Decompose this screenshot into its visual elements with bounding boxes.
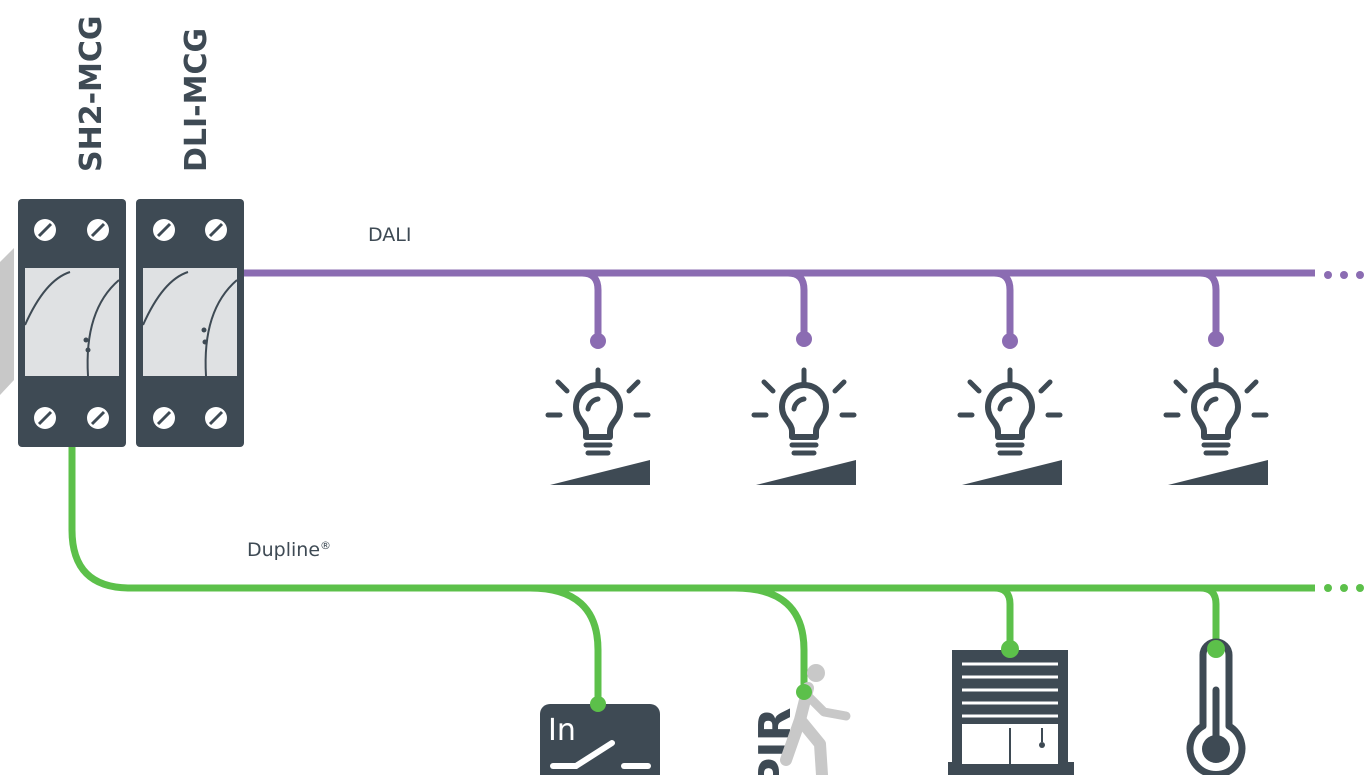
terminal-screw-icon [153,219,227,429]
terminal-screw-icon [34,219,109,429]
dimmable-light-icon [1166,370,1268,485]
dupline-bus-label: Dupline® [247,539,331,561]
dali-bus-label: DALI [368,224,411,246]
module-label-dli-mcg: DLI-MCG [179,28,214,172]
dali-bus [244,269,1364,349]
dupline-bus [68,447,1364,704]
sh2-mcg-module [18,199,126,447]
thermometer-icon [1186,638,1246,775]
roller-blind-icon [948,650,1074,775]
dli-mcg-module [136,199,244,447]
dimmable-light-icon [960,370,1062,485]
svg-text:In: In [548,713,576,748]
dimmable-light-icon [754,370,856,485]
pir-motion-sensor-icon: PIR [750,664,851,775]
module-label-sh2-mcg: SH2-MCG [74,15,109,172]
input-switch-icon: In [540,704,660,775]
background-device-edge [0,248,14,395]
dimmable-light-icon [548,370,650,485]
